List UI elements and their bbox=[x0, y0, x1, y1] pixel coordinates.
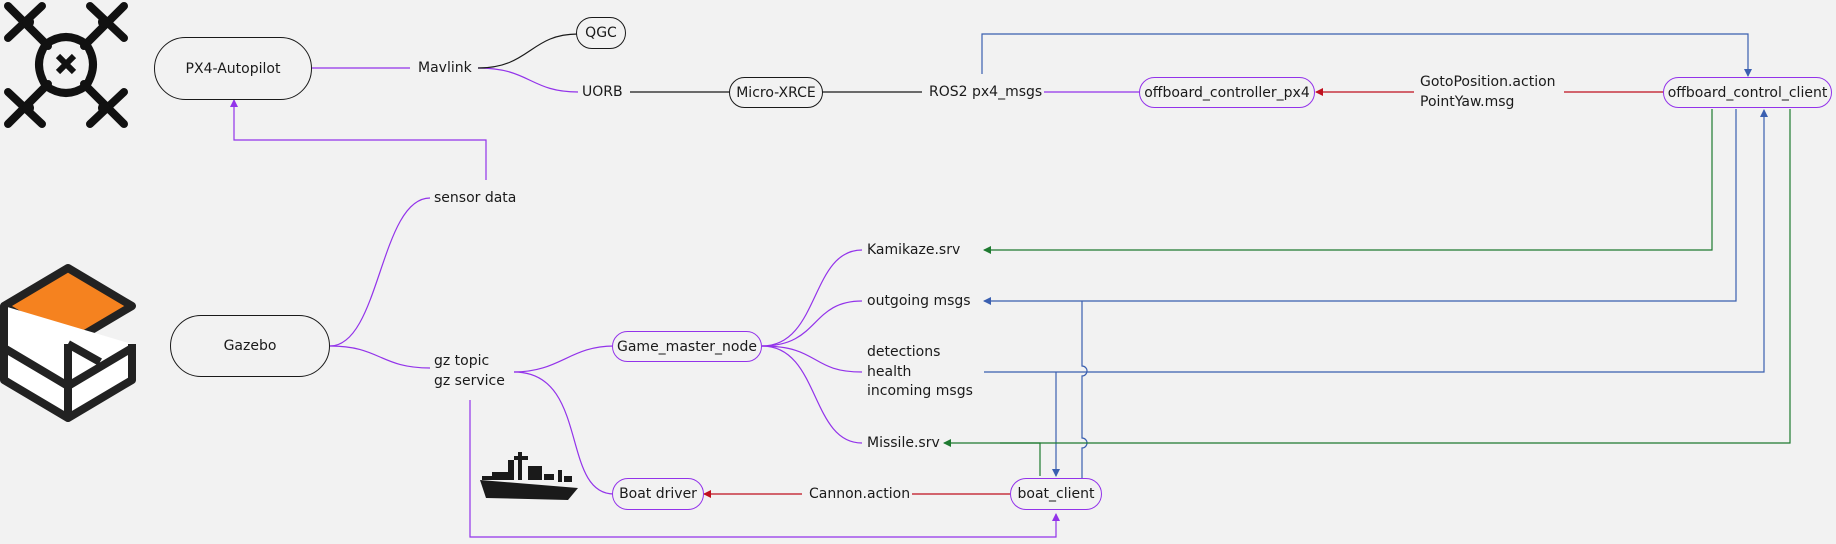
boat-client-to-missile bbox=[1000, 442, 1041, 476]
warship-icon bbox=[480, 452, 578, 500]
mavlink-to-uorb bbox=[477, 67, 579, 93]
mavlink-to-qgc bbox=[477, 33, 579, 69]
offboard-control-client-node: offboard_control_client bbox=[1663, 77, 1832, 108]
sensor-data-label: sensor data bbox=[432, 188, 519, 208]
game-master-to-health bbox=[761, 345, 863, 373]
gz-to-boat-client bbox=[469, 400, 1060, 538]
client-to-kamikaze bbox=[983, 109, 1713, 254]
game-master-to-missile bbox=[761, 345, 863, 444]
mavlink-label: Mavlink bbox=[416, 58, 474, 78]
gazebo-to-sensor-data bbox=[329, 197, 431, 347]
detections-label: detections bbox=[865, 342, 943, 362]
outgoing-msgs-label: outgoing msgs bbox=[865, 291, 973, 311]
offboard-controller-px4-node: offboard_controller_px4 bbox=[1139, 77, 1315, 108]
game-master-to-outgoing bbox=[761, 300, 863, 347]
goto-position-action-label: GotoPosition.action bbox=[1418, 72, 1558, 92]
uorb-label: UORB bbox=[580, 82, 625, 102]
gz-topic-label: gz topic bbox=[432, 351, 492, 371]
point-yaw-msg-label: PointYaw.msg bbox=[1418, 92, 1517, 112]
gz-topic-to-boat-driver bbox=[513, 371, 615, 495]
incoming-to-client bbox=[984, 109, 1768, 373]
drone-icon bbox=[4, 2, 128, 128]
ros2-px4-msgs-label: ROS2 px4_msgs bbox=[927, 82, 1045, 102]
qgc-node: QGC bbox=[576, 17, 626, 49]
game-master-to-kamikaze bbox=[761, 249, 863, 347]
loop-to-offboard-client bbox=[981, 33, 1752, 77]
micro-xrce-node: Micro-XRCE bbox=[729, 77, 823, 108]
client-to-missile bbox=[943, 109, 1791, 447]
outgoing-to-boat-client bbox=[1081, 301, 1088, 478]
gz-service-label: gz service bbox=[432, 371, 507, 391]
gz-topic-to-game-master bbox=[513, 345, 615, 373]
health-label: health bbox=[865, 362, 914, 382]
gazebo-to-gz-topic bbox=[329, 345, 431, 369]
gazebo-node: Gazebo bbox=[170, 315, 330, 377]
boat-driver-node: Boat driver bbox=[612, 478, 704, 510]
sensor-data-to-px4 bbox=[230, 99, 487, 180]
game-master-node: Game_master_node bbox=[612, 331, 762, 362]
kamikaze-srv-label: Kamikaze.srv bbox=[865, 240, 963, 260]
incoming-msgs-label: incoming msgs bbox=[865, 381, 975, 401]
gazebo-logo-icon bbox=[0, 264, 136, 422]
px4-autopilot-node: PX4-Autopilot bbox=[154, 37, 312, 100]
boat-client-node: boat_client bbox=[1010, 478, 1102, 510]
cannon-action-label: Cannon.action bbox=[807, 484, 913, 504]
missile-srv-label: Missile.srv bbox=[865, 433, 942, 453]
client-to-outgoing bbox=[983, 109, 1737, 305]
